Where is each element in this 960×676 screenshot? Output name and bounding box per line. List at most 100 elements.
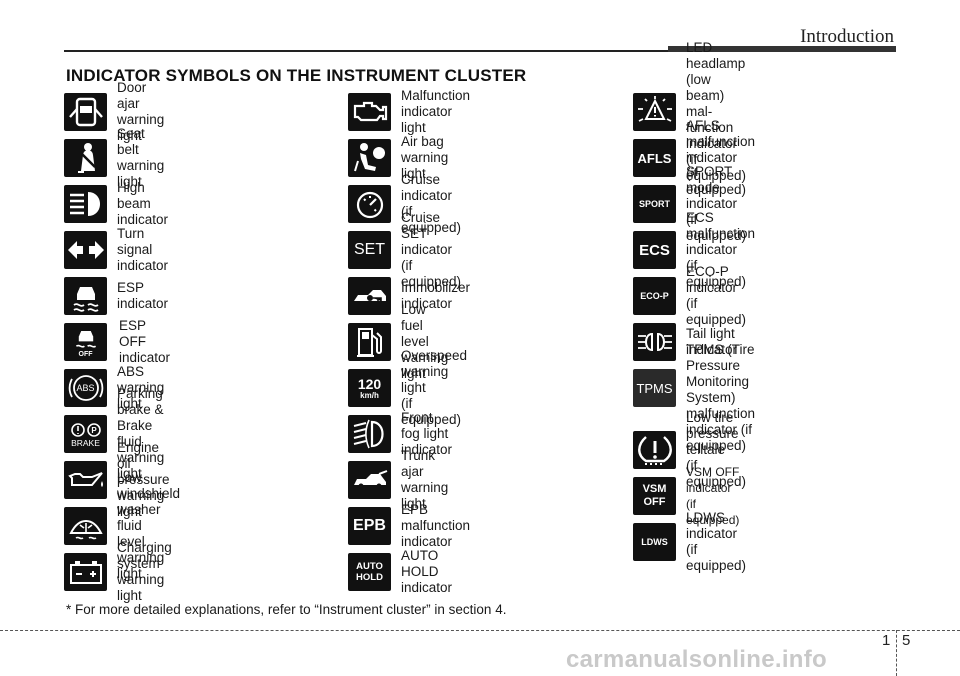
page-heading: INDICATOR SYMBOLS ON THE INSTRUMENT CLUS… bbox=[66, 66, 527, 85]
indicator-label: Low tire pressure telltale (if equipped) bbox=[686, 410, 747, 489]
overspeed-icon: 120 km/h bbox=[348, 369, 391, 407]
page-number: 5 bbox=[902, 632, 911, 649]
indicator-row: TPMS TPMS (Tire Pressure Monitoring Syst… bbox=[633, 342, 755, 453]
overspeed-unit: km/h bbox=[360, 390, 379, 400]
indicator-row: SPORT SPORT mode indicator (if equipped) bbox=[633, 164, 746, 243]
eco-p-text: ECO-P bbox=[640, 290, 669, 301]
section-title: Introduction bbox=[800, 26, 894, 47]
washer-fluid-icon bbox=[64, 507, 107, 545]
indicator-label: Parking brake & Brake fluid warning ligh… bbox=[117, 386, 165, 481]
page-number-separator bbox=[896, 630, 897, 676]
indicator-row: Cruise indicator (if equipped) bbox=[348, 172, 461, 235]
indicator-row: AFLS AFLS malfunction indicator (if equi… bbox=[633, 118, 755, 197]
ldws-icon: LDWS bbox=[633, 523, 676, 561]
indicator-row: 120 km/h Overspeed warning light (if equ… bbox=[348, 348, 467, 427]
ecs-text: ECS bbox=[639, 241, 670, 259]
tpms-text: TPMS bbox=[636, 380, 673, 396]
indicator-row: Door ajar warning light bbox=[64, 80, 164, 143]
indicator-label: Turn signal indicator bbox=[117, 226, 169, 273]
overspeed-value: 120 bbox=[357, 375, 382, 392]
indicator-label: Overspeed warning light (if equipped) bbox=[401, 348, 468, 427]
indicator-label: SPORT mode indicator (if equipped) bbox=[686, 164, 747, 243]
chapter-number: 1 bbox=[882, 632, 891, 649]
indicator-label: AUTO HOLD indicator bbox=[401, 548, 453, 595]
abs-text: ABS bbox=[76, 382, 95, 393]
indicator-label: Front fog light indicator bbox=[401, 410, 453, 457]
front-fog-icon bbox=[348, 415, 391, 453]
svg-text:P: P bbox=[91, 426, 97, 435]
auto-hold-icon: AUTO HOLD bbox=[348, 553, 391, 591]
oil-pressure-icon bbox=[64, 461, 107, 499]
immobilizer-icon bbox=[348, 277, 391, 315]
indicator-label: TPMS (Tire Pressure Monitoring System) m… bbox=[686, 342, 756, 453]
ecs-icon: ECS bbox=[633, 231, 676, 269]
led-headlamp-icon bbox=[633, 93, 676, 131]
cruise-icon bbox=[348, 185, 391, 223]
indicator-label: AFLS malfunction indicator (if equipped) bbox=[686, 118, 756, 197]
indicator-row: Low fuel level warning light bbox=[348, 302, 448, 381]
vsm-text: VSM bbox=[642, 483, 667, 495]
indicator-label: Malfunction indicator light bbox=[401, 88, 471, 135]
indicator-label: Immobilizer indicator bbox=[401, 280, 471, 311]
footnote: * For more detailed explanations, refer … bbox=[66, 602, 507, 617]
engine-icon bbox=[348, 93, 391, 131]
indicator-row: Immobilizer indicator bbox=[348, 276, 470, 316]
indicator-label: ESP indicator bbox=[117, 280, 169, 311]
battery-icon bbox=[64, 553, 107, 591]
auto-hold-text-2: HOLD bbox=[356, 571, 383, 583]
abs-icon: ABS bbox=[64, 369, 107, 407]
indicator-row: Turn signal indicator bbox=[64, 226, 168, 273]
indicator-label: ECS malfunction indicator (if equipped) bbox=[686, 210, 756, 289]
indicator-row: OFF ESP OFF indicator bbox=[64, 318, 170, 365]
eco-p-icon: ECO-P bbox=[633, 277, 676, 315]
brake-icon: P BRAKE bbox=[64, 415, 107, 453]
indicator-row: High beam indicator bbox=[64, 180, 168, 227]
cruise-set-icon: SET bbox=[348, 231, 391, 269]
low-tire-pressure-icon bbox=[633, 431, 676, 469]
indicator-label: LED headlamp (low beam) mal- function in… bbox=[686, 40, 747, 183]
indicator-row: Low tire pressure telltale (if equipped) bbox=[633, 410, 746, 489]
ldws-text: LDWS bbox=[641, 536, 668, 547]
fuel-icon bbox=[348, 323, 391, 361]
indicator-label: Door ajar warning light bbox=[117, 80, 165, 143]
indicator-row: LDWS LDWS indicator (if equipped) bbox=[633, 510, 746, 573]
watermark: carmanualsonline.info bbox=[566, 646, 828, 673]
high-beam-icon bbox=[64, 185, 107, 223]
indicator-label: ABS warning light bbox=[117, 364, 165, 411]
indicator-row: Tail light indicator bbox=[633, 322, 737, 362]
indicator-label: ESP OFF indicator bbox=[119, 318, 171, 365]
indicator-label: EPB malfunction indicator bbox=[401, 502, 471, 549]
cruise-set-text: SET bbox=[353, 241, 386, 258]
indicator-label: Trunk ajar warning light bbox=[401, 448, 449, 511]
epb-icon: EPB bbox=[348, 507, 391, 545]
turn-signal-icon bbox=[64, 231, 107, 269]
epb-text: EPB bbox=[353, 517, 386, 534]
indicator-row: ECO-P ECO-P indicator (if equipped) bbox=[633, 264, 746, 327]
seat-belt-icon bbox=[64, 139, 107, 177]
indicator-label: Seat belt warning light bbox=[117, 126, 165, 189]
indicator-label: Low windshield washer fluid level warnin… bbox=[117, 470, 181, 581]
indicator-row: Trunk ajar warning light bbox=[348, 448, 448, 511]
indicator-row: P BRAKE Parking brake & Brake fluid warn… bbox=[64, 386, 164, 481]
indicator-row: EPB EPB malfunction indicator bbox=[348, 502, 470, 549]
esp-off-icon: OFF bbox=[64, 323, 107, 361]
footer-dashed-rule bbox=[0, 630, 960, 631]
indicator-row: LED headlamp (low beam) mal- function in… bbox=[633, 40, 746, 183]
brake-text: BRAKE bbox=[71, 437, 100, 448]
sport-text: SPORT bbox=[638, 198, 670, 209]
esp-off-text: OFF bbox=[78, 350, 93, 358]
indicator-label: Cruise SET indicator (if equipped) bbox=[401, 210, 462, 289]
indicator-label: Tail light indicator bbox=[686, 326, 738, 357]
indicator-label: Air bag warning light bbox=[401, 134, 449, 181]
afls-text: AFLS bbox=[637, 150, 672, 166]
indicator-row: Air bag warning light bbox=[348, 134, 448, 181]
vsm-off-text: OFF bbox=[643, 496, 666, 508]
indicator-label: Low fuel level warning light bbox=[401, 302, 449, 381]
indicator-label: VSM OFF indicator (if equipped) bbox=[686, 465, 740, 527]
indicator-row: VSM OFF VSM OFF indicator (if equipped) bbox=[633, 465, 739, 527]
door-ajar-icon bbox=[64, 93, 107, 131]
auto-hold-text-1: AUTO bbox=[356, 561, 383, 572]
indicator-row: Front fog light indicator bbox=[348, 410, 452, 457]
indicator-label: LDWS indicator (if equipped) bbox=[686, 510, 747, 573]
esp-icon bbox=[64, 277, 107, 315]
